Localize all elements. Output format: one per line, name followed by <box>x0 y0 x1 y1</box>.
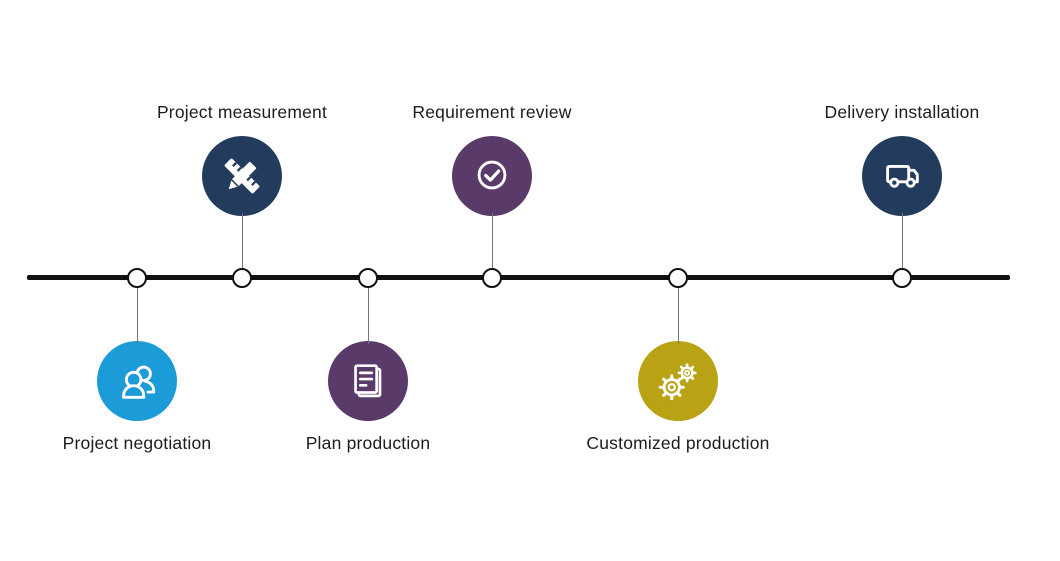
step-label: Project measurement <box>156 102 328 122</box>
timeline-node <box>127 268 147 288</box>
people-icon <box>122 365 156 399</box>
check-circle-icon <box>477 160 507 190</box>
step-icon-circle <box>638 341 718 421</box>
step-connector-line <box>368 288 369 344</box>
step-connector-line <box>678 288 679 344</box>
step-connector-line <box>242 213 243 268</box>
step-icon-circle <box>452 136 532 216</box>
timeline-node <box>668 268 688 288</box>
timeline-node <box>892 268 912 288</box>
step-icon-circle <box>202 136 282 216</box>
step-label: Plan production <box>305 433 431 453</box>
step-label: Project negotiation <box>62 433 212 453</box>
ruler-pencil-icon <box>224 158 260 194</box>
step-icon-circle <box>328 341 408 421</box>
step-connector-line <box>492 213 493 268</box>
timeline-node <box>232 268 252 288</box>
step-label: Delivery installation <box>824 102 980 122</box>
document-icon <box>354 364 382 398</box>
gears-icon <box>658 363 697 401</box>
step-label: Customized production <box>586 433 770 453</box>
truck-icon <box>886 164 919 188</box>
timeline-node <box>482 268 502 288</box>
step-icon-circle <box>97 341 177 421</box>
step-connector-line <box>902 213 903 268</box>
step-icon-circle <box>862 136 942 216</box>
timeline-axis <box>27 275 1010 280</box>
step-label: Requirement review <box>412 102 572 122</box>
step-connector-line <box>137 288 138 344</box>
timeline-node <box>358 268 378 288</box>
